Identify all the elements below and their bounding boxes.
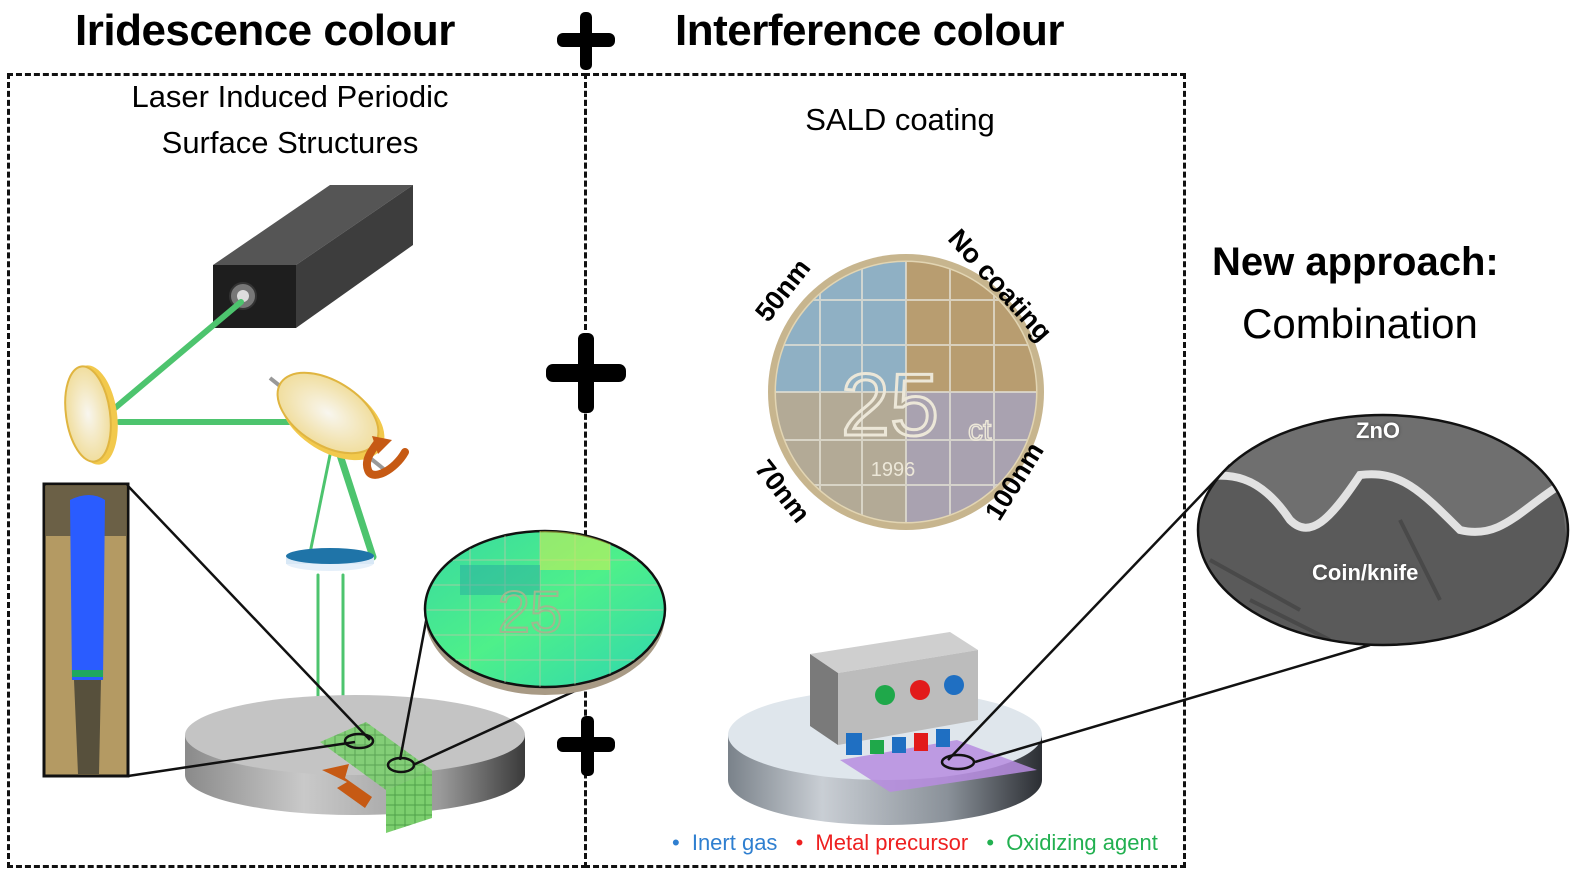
sald-head-icon — [810, 632, 978, 755]
focusing-lens-icon — [286, 548, 374, 571]
lipss-subtitle-line1: Laser Induced Periodic — [131, 79, 449, 114]
new-approach-subheading: Combination — [1242, 300, 1478, 347]
legend-label: Oxidizing agent — [1006, 830, 1158, 855]
knife-photo — [42, 482, 130, 778]
sald-subtitle: SALD coating — [805, 102, 995, 137]
plus-icon-bottom — [557, 716, 615, 776]
sem-cross-section-image — [1196, 413, 1570, 647]
legend-item-inert-gas: • Inert gas — [672, 830, 790, 855]
zno-film-area — [840, 740, 1037, 792]
knife-zoom-lines — [127, 485, 375, 778]
sald-coin-value: 25 — [841, 355, 939, 454]
sem-label-substrate: Coin/knife — [1312, 560, 1419, 585]
sald-panel-border — [584, 73, 1186, 868]
sem-label-zno: ZnO — [1356, 418, 1400, 443]
sald-coin-year: 1996 — [871, 459, 916, 481]
new-approach-heading: New approach: — [1212, 240, 1499, 284]
sem-zoom-lines — [940, 464, 1371, 771]
plus-icon-middle — [546, 333, 626, 413]
legend-label: Metal precursor — [815, 830, 969, 855]
precursor-legend: • Inert gas • Metal precursor • Oxidizin… — [672, 830, 1170, 856]
lipss-subtitle-line2: Surface Structures — [161, 125, 419, 160]
rotation-arrowhead-icon — [372, 436, 392, 454]
rotation-arrow-icon — [363, 438, 409, 479]
legend-bullet-icon: • — [672, 830, 680, 855]
interference-title: Interference colour — [675, 6, 1065, 55]
legend-bullet-icon: • — [795, 830, 804, 855]
iridescence-title: Iridescence colour — [75, 6, 455, 55]
sald-coin-unit: ct — [968, 414, 992, 447]
sald-coin-photo: 25 ct 1996 — [768, 254, 1044, 530]
mirror-1-icon — [64, 365, 118, 465]
scan-direction-arrow-icon — [322, 764, 372, 808]
lipss-subtitle: Laser Induced Periodic Surface Structure… — [60, 74, 520, 166]
laser-source-icon — [213, 185, 413, 328]
legend-label: Inert gas — [691, 830, 778, 855]
lipss-coin-value: 25 — [498, 580, 563, 645]
legend-item-metal-precursor: • Metal precursor — [796, 830, 981, 855]
legend-item-oxidizing-agent: • Oxidizing agent — [986, 830, 1163, 855]
legend-bullet-icon: • — [986, 830, 995, 855]
coin-zoom-lines — [386, 599, 589, 774]
mirror-2-icon — [268, 371, 387, 472]
plus-icon-top — [557, 12, 615, 70]
lipss-coin-photo: 25 — [423, 529, 667, 695]
laser-beam — [112, 299, 377, 740]
lipss-sample-disc — [185, 695, 525, 833]
